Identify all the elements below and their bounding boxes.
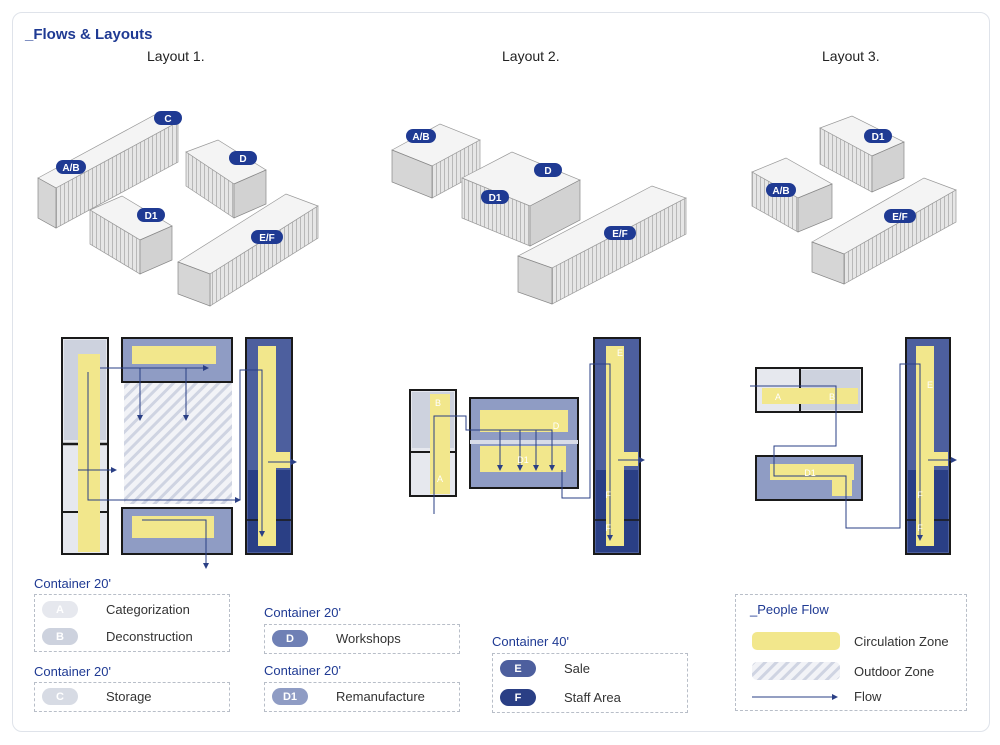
layout-1-label: Layout 1. <box>147 48 205 64</box>
legend-container-20-d-title: Container 20' <box>264 605 341 620</box>
legend-a-text: Categorization <box>106 602 190 617</box>
legend-b-text: Deconstruction <box>106 629 193 644</box>
legend-item-f: F Staff Area <box>500 689 621 706</box>
iso-container-ef <box>177 193 319 307</box>
pill-c: C <box>42 688 78 705</box>
legend-box-4 <box>264 682 460 712</box>
iso-container-d1 <box>89 195 173 275</box>
page-title: _Flows & Layouts <box>25 26 153 43</box>
legend-item-e: E Sale <box>500 660 590 677</box>
iso-container-ab-3 <box>751 157 833 233</box>
legend-c-text: Storage <box>106 689 152 704</box>
legend-item-flow: Flow <box>752 689 881 704</box>
iso-container-ef-3 <box>811 177 957 285</box>
legend-box-6 <box>735 594 967 711</box>
legend-outdoor-text: Outdoor Zone <box>854 663 935 679</box>
iso-container-d <box>185 139 267 219</box>
legend-people-flow-title: _People Flow <box>750 602 829 617</box>
legend-item-circulation: Circulation Zone <box>752 632 949 650</box>
legend-item-d1: D1 Remanufacture <box>272 688 425 705</box>
legend-e-text: Sale <box>564 661 591 676</box>
iso-container-d-d1-2 <box>461 151 581 247</box>
legend-container-20-a-title: Container 20' <box>34 576 111 591</box>
legend-container-40-title: Container 40' <box>492 634 569 649</box>
plan-layout-3 <box>750 337 957 555</box>
pill-d: D <box>272 630 308 647</box>
swatch-outdoor <box>752 662 840 680</box>
pill-b: B <box>42 628 78 645</box>
legend-box-2 <box>34 682 230 712</box>
legend-item-b: B Deconstruction <box>42 628 193 645</box>
legend-item-outdoor: Outdoor Zone <box>752 662 934 680</box>
legend-box-5 <box>492 653 688 713</box>
pill-d1: D1 <box>272 688 308 705</box>
pill-e: E <box>500 660 536 677</box>
legend-flow-text: Flow <box>854 689 882 704</box>
plan-layout-1 <box>61 337 297 569</box>
legend-circulation-text: Circulation Zone <box>854 633 949 649</box>
pill-f: F <box>500 689 536 706</box>
pill-a: A <box>42 601 78 618</box>
legend-container-20-c-title: Container 20' <box>34 664 111 679</box>
legend-f-text: Staff Area <box>564 690 621 705</box>
legend-d-text: Workshops <box>336 631 401 646</box>
legend-d1-text: Remanufacture <box>336 689 425 704</box>
legend-box-3 <box>264 624 460 654</box>
legend-item-c: C Storage <box>42 688 152 705</box>
legend-item-d: D Workshops <box>272 630 401 647</box>
iso-container-ef-2 <box>517 185 687 305</box>
legend-container-20-d1-title: Container 20' <box>264 663 341 678</box>
layout-3-label: Layout 3. <box>822 48 880 64</box>
layout-2-label: Layout 2. <box>502 48 560 64</box>
flow-arrow-icon <box>752 693 838 700</box>
legend-box-1 <box>34 594 230 652</box>
iso-container-d1-3 <box>819 115 905 193</box>
legend-item-a: A Categorization <box>42 601 190 618</box>
swatch-circulation <box>752 632 840 650</box>
plan-layout-2 <box>409 337 645 555</box>
